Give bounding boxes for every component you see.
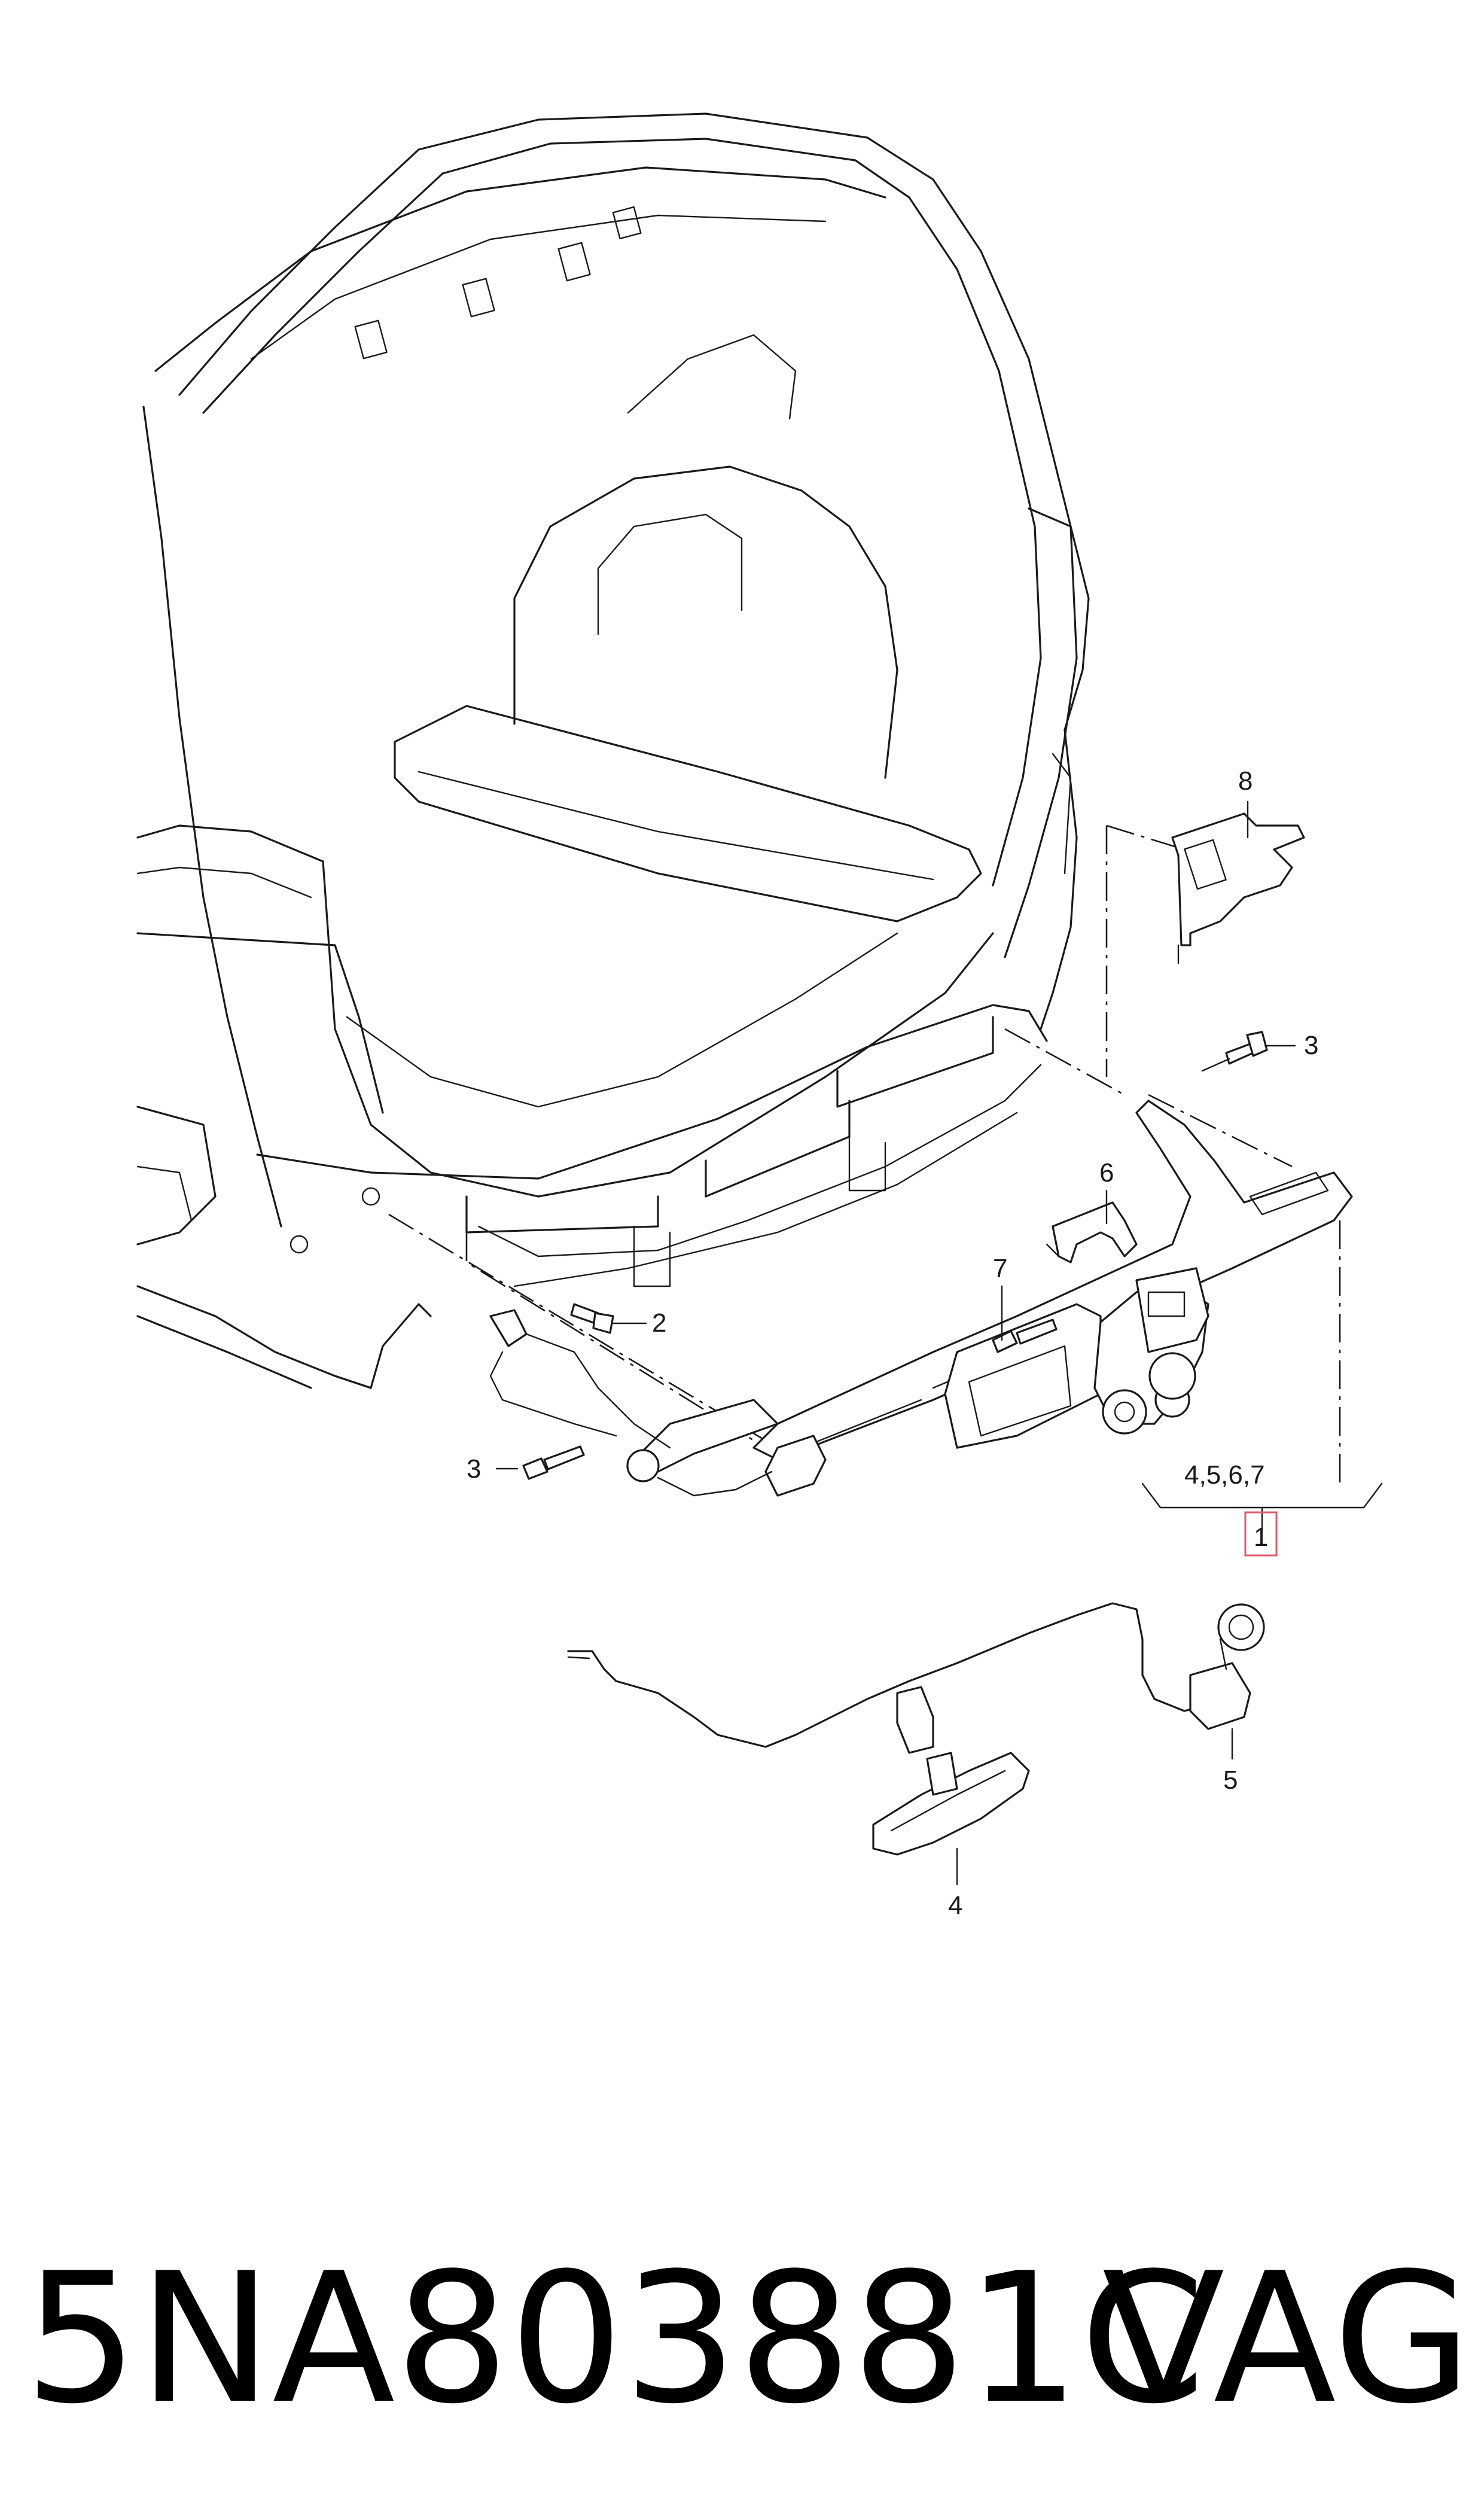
callout-7: 7 xyxy=(993,1254,1007,1283)
part-2-screw xyxy=(570,1303,614,1334)
exploded-parts-diagram: 8 3 2 3 6 7 4,5,6,7 1 5 4 xyxy=(136,112,1383,1920)
part-7-screw xyxy=(992,1319,1058,1353)
callout-8: 8 xyxy=(1238,766,1253,796)
part-8-bracket xyxy=(1171,812,1305,964)
brand-label: VAG xyxy=(1102,2234,1472,2443)
callout-6: 6 xyxy=(1099,1158,1114,1188)
harness-assembly xyxy=(567,1602,1265,1886)
part-3-screw-upper xyxy=(1201,1031,1268,1072)
part-1-towbar-crossmember xyxy=(633,1100,1353,1497)
callout-4: 4 xyxy=(948,1891,962,1920)
callout-leaders xyxy=(495,800,1383,1533)
part-number-label: 5NA803881C xyxy=(24,2234,1206,2443)
callout-3-upper: 3 xyxy=(1304,1031,1318,1060)
callout-5: 5 xyxy=(1223,1765,1238,1795)
callout-group-4567: 4,5,6,7 xyxy=(1184,1460,1265,1490)
part-3-screw-lower xyxy=(522,1445,585,1480)
callout-labels: 8 3 2 3 6 7 4,5,6,7 1 5 4 xyxy=(467,766,1318,1920)
callout-2: 2 xyxy=(652,1308,666,1338)
part-6-clamp xyxy=(1046,1201,1138,1263)
crossmember-wiring xyxy=(489,1309,773,1497)
callout-1-highlight xyxy=(1244,1511,1278,1557)
callout-1: 1 xyxy=(1254,1523,1268,1552)
callout-3-lower: 3 xyxy=(467,1454,481,1484)
footer: 5NA803881C VAG xyxy=(0,2213,1484,2465)
vehicle-rear-body xyxy=(136,112,1090,1389)
